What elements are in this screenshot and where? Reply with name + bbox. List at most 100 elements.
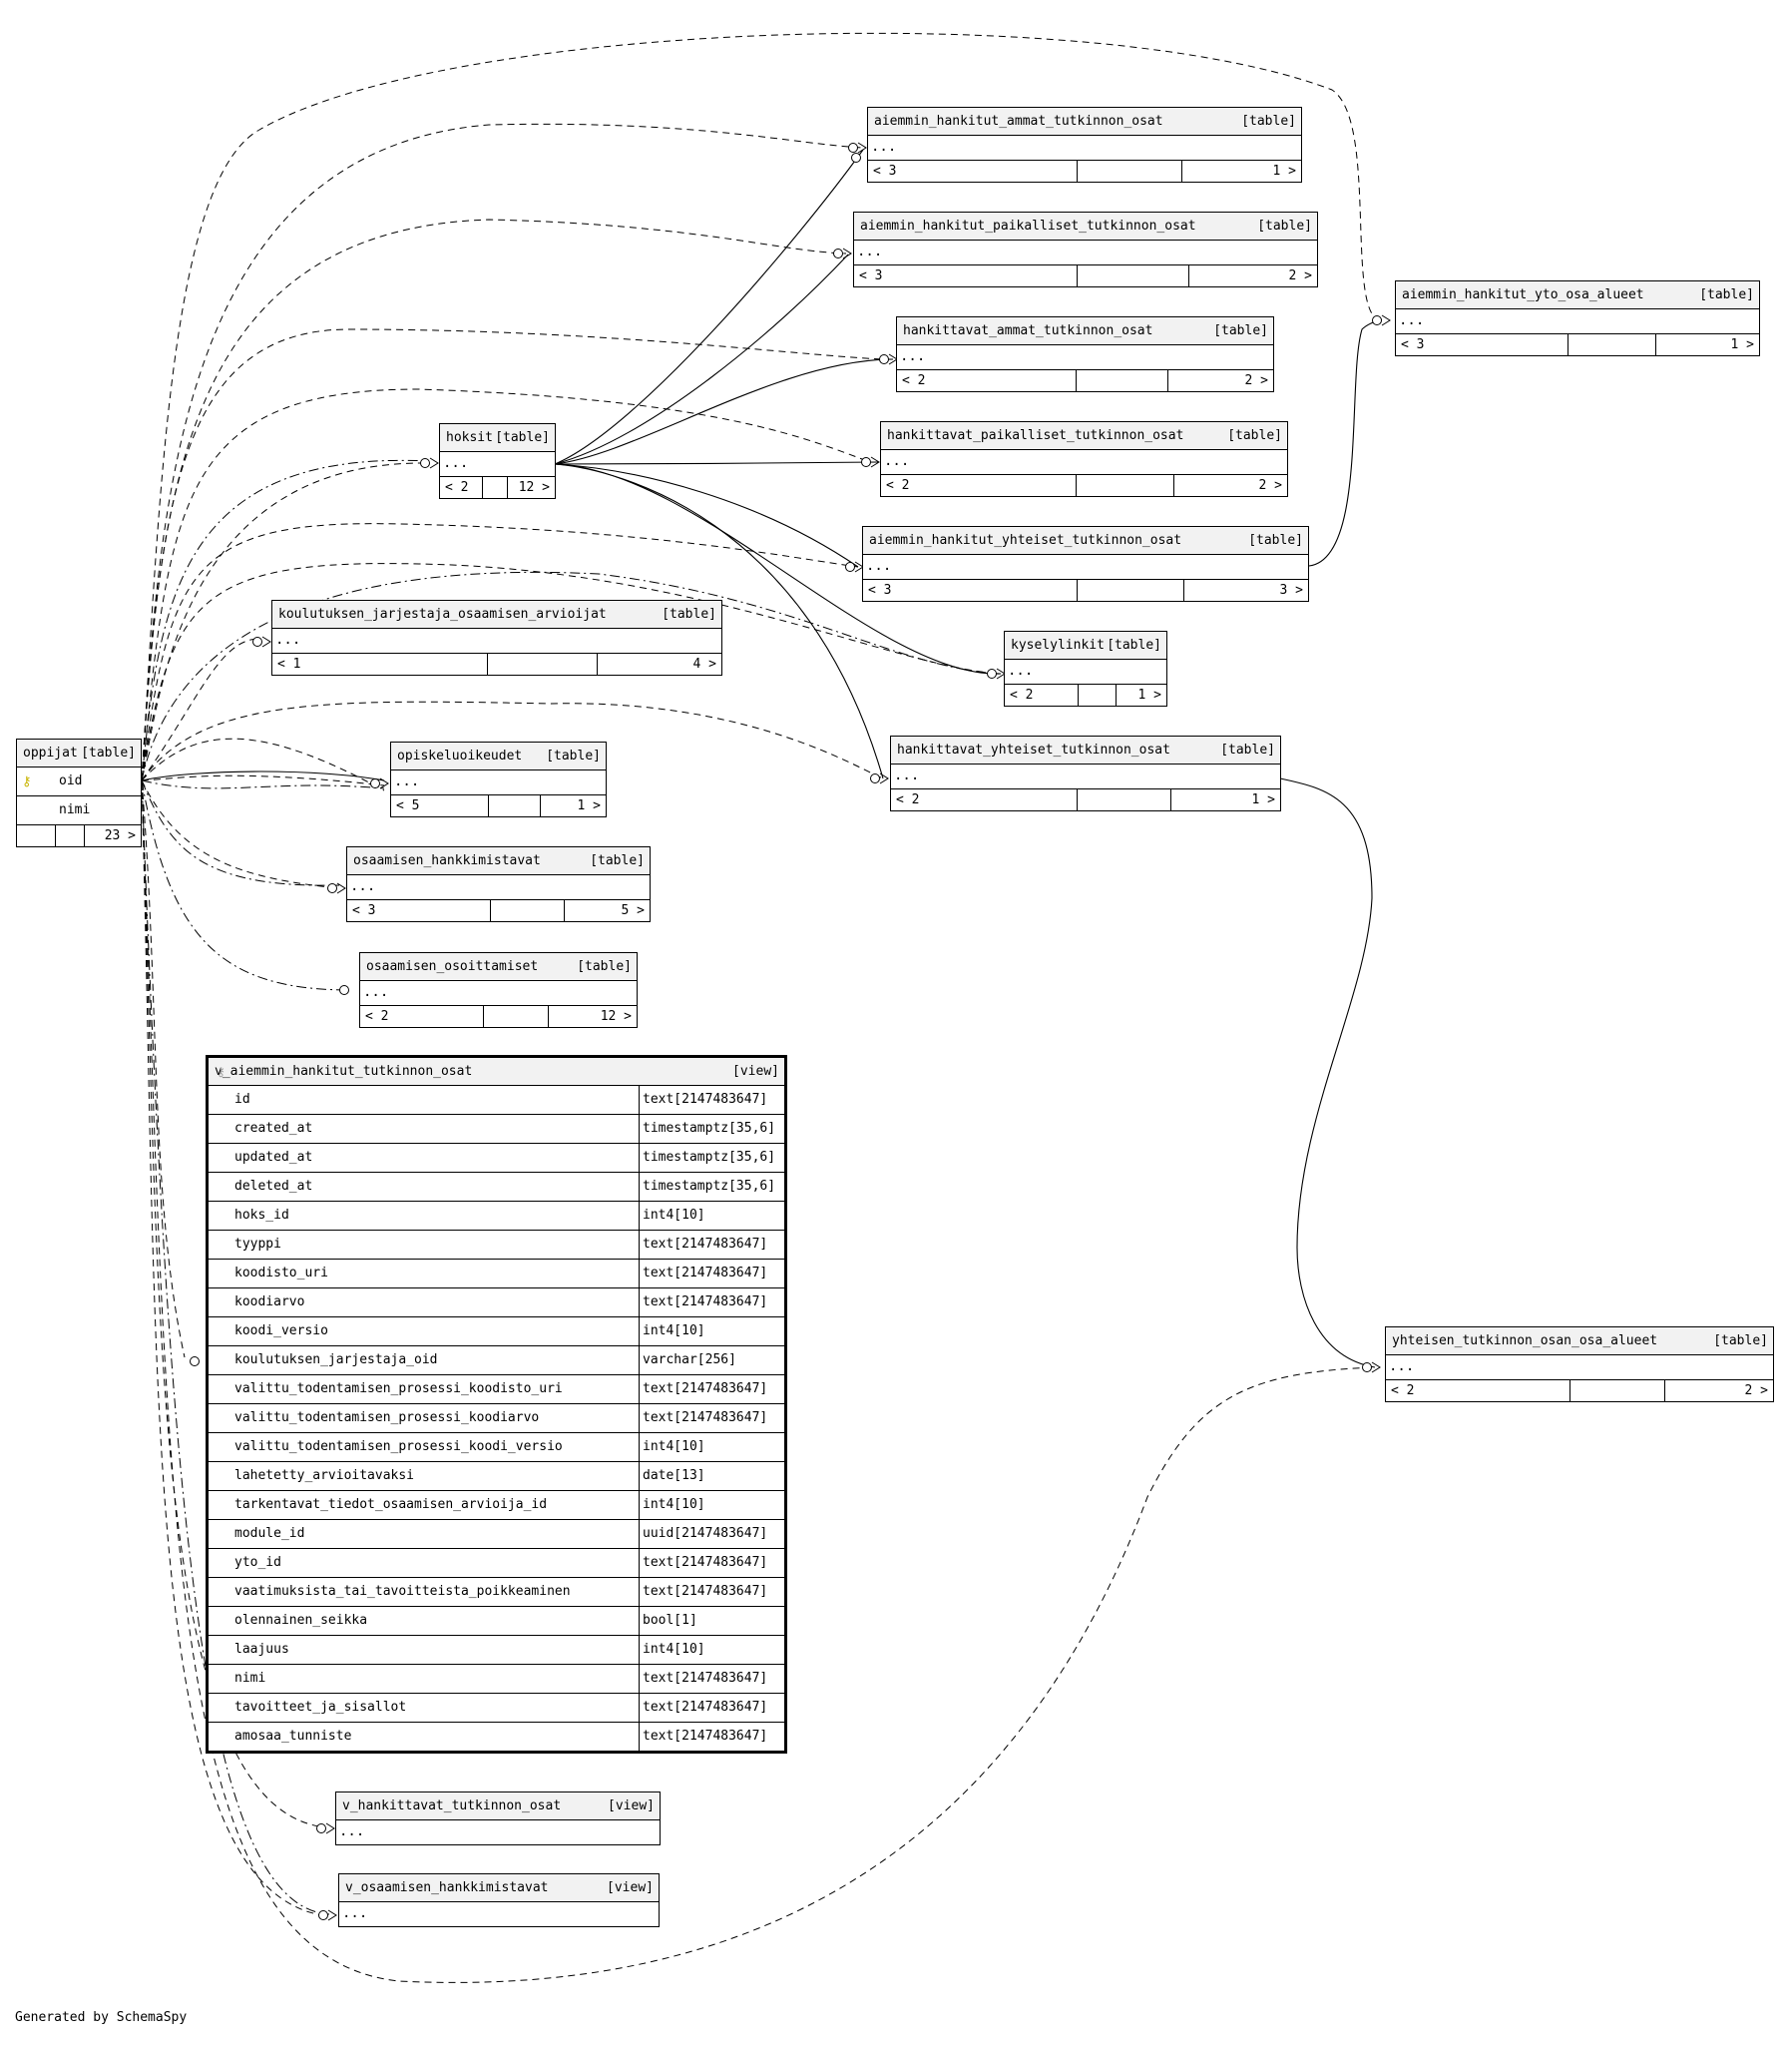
table-hankittavat-paikalliset-tutkinnon-osat[interactable]: hankittavat_paikalliset_tutkinnon_osat [… bbox=[880, 421, 1288, 497]
column-type: date[13] bbox=[639, 1462, 784, 1490]
view-v-aiemmin-hankitut-tutkinnon-osat[interactable]: v_aiemmin_hankitut_tutkinnon_osat [view]… bbox=[206, 1055, 787, 1754]
parent-count[interactable]: < 2 bbox=[881, 475, 1077, 496]
parent-count[interactable]: < 2 bbox=[1005, 685, 1079, 706]
child-count[interactable]: 1 > bbox=[1272, 164, 1296, 179]
parent-count[interactable]: < 2 bbox=[360, 1006, 484, 1027]
parent-count[interactable]: < 2 bbox=[440, 477, 483, 498]
column-type: varchar[256] bbox=[639, 1346, 784, 1374]
table-kind: [table] bbox=[1227, 428, 1282, 443]
column-name: koulutuksen_jarjestaja_oid bbox=[234, 1352, 438, 1367]
table-header: kyselylinkit [table] bbox=[1005, 632, 1166, 660]
table-header: osaamisen_hankkimistavat [table] bbox=[347, 847, 650, 875]
column-name: tarkentavat_tiedot_osaamisen_arvioija_id bbox=[234, 1497, 548, 1512]
parent-count[interactable]: < 3 bbox=[868, 161, 1078, 182]
table-aiemmin-hankitut-yhteiset-tutkinnon-osat[interactable]: aiemmin_hankitut_yhteiset_tutkinnon_osat… bbox=[862, 526, 1309, 602]
table-kind: [table] bbox=[1248, 533, 1303, 548]
child-count[interactable]: 5 > bbox=[621, 903, 645, 918]
table-osaamisen-hankkimistavat[interactable]: osaamisen_hankkimistavat [table] ... < 3… bbox=[346, 846, 651, 922]
child-count[interactable]: 23 > bbox=[104, 828, 136, 843]
table-columns-ellipsis: ... bbox=[891, 765, 1280, 789]
parent-count[interactable]: < 3 bbox=[854, 265, 1078, 286]
table-footer: < 2 2 > bbox=[897, 370, 1273, 391]
child-count[interactable]: 2 > bbox=[1244, 373, 1268, 388]
table-header: v_osaamisen_hankkimistavat [view] bbox=[339, 1874, 659, 1902]
column-name: module_id bbox=[234, 1526, 305, 1541]
child-count[interactable]: 4 > bbox=[692, 657, 716, 672]
table-koulutuksen-jarjestaja-osaamisen-arvioijat[interactable]: koulutuksen_jarjestaja_osaamisen_arvioij… bbox=[271, 600, 722, 676]
column-type: int4[10] bbox=[639, 1491, 784, 1519]
column-name: tyyppi bbox=[234, 1237, 281, 1252]
table-footer: < 2 1 > bbox=[1005, 685, 1166, 706]
child-count[interactable]: 12 > bbox=[600, 1009, 632, 1024]
table-hankittavat-yhteiset-tutkinnon-osat[interactable]: hankittavat_yhteiset_tutkinnon_osat [tab… bbox=[890, 736, 1281, 811]
child-count[interactable]: 1 > bbox=[1730, 337, 1754, 352]
column-name: valittu_todentamisen_prosessi_koodi_vers… bbox=[234, 1439, 563, 1454]
column-name: nimi bbox=[234, 1671, 266, 1686]
column-type: int4[10] bbox=[639, 1636, 784, 1664]
table-hoksit[interactable]: hoksit [table] ... < 2 12 > bbox=[439, 423, 556, 499]
table-osaamisen-osoittamiset[interactable]: osaamisen_osoittamiset [table] ... < 2 1… bbox=[359, 952, 638, 1028]
row-count bbox=[1078, 580, 1184, 601]
view-v-hankittavat-tutkinnon-osat[interactable]: v_hankittavat_tutkinnon_osat [view] ... bbox=[335, 1791, 661, 1845]
table-footer: < 3 1 > bbox=[868, 161, 1301, 182]
row-count bbox=[56, 825, 85, 846]
parent-count[interactable]: < 3 bbox=[1396, 334, 1568, 355]
table-hankittavat-ammat-tutkinnon-osat[interactable]: hankittavat_ammat_tutkinnon_osat [table]… bbox=[896, 316, 1274, 392]
table-yhteisen-tutkinnon-osan-osa-alueet[interactable]: yhteisen_tutkinnon_osan_osa_alueet [tabl… bbox=[1385, 1326, 1774, 1402]
table-header: aiemmin_hankitut_paikalliset_tutkinnon_o… bbox=[854, 213, 1317, 241]
table-columns-ellipsis: ... bbox=[440, 452, 555, 477]
column-type: int4[10] bbox=[639, 1317, 784, 1345]
child-count[interactable]: 1 > bbox=[577, 798, 601, 813]
parent-count[interactable]: < 5 bbox=[391, 795, 489, 816]
row-count bbox=[1077, 370, 1168, 391]
child-count[interactable]: 1 > bbox=[1251, 792, 1275, 807]
column-name: laajuus bbox=[234, 1642, 289, 1657]
table-columns-ellipsis: ... bbox=[1386, 1355, 1773, 1380]
table-oppijat[interactable]: oppijat [table] ⚷ oid nimi 23 > bbox=[16, 739, 142, 847]
table-name: hoksit bbox=[446, 430, 493, 445]
table-kyselylinkit[interactable]: kyselylinkit [table] ... < 2 1 > bbox=[1004, 631, 1167, 707]
table-columns-ellipsis: ... bbox=[868, 136, 1301, 161]
row-count bbox=[1078, 265, 1189, 286]
parent-count[interactable]: < 2 bbox=[1386, 1380, 1570, 1401]
table-columns-ellipsis: ... bbox=[1396, 309, 1759, 334]
parent-count[interactable]: < 3 bbox=[863, 580, 1078, 601]
column-name: koodiarvo bbox=[234, 1294, 305, 1309]
column-name: updated_at bbox=[234, 1150, 313, 1165]
table-header: hoksit [table] bbox=[440, 424, 555, 452]
child-count[interactable]: 12 > bbox=[518, 480, 550, 495]
table-header: hankittavat_yhteiset_tutkinnon_osat [tab… bbox=[891, 737, 1280, 765]
child-count[interactable]: 2 > bbox=[1288, 268, 1312, 283]
child-count[interactable]: 2 > bbox=[1744, 1383, 1768, 1398]
parent-count[interactable] bbox=[17, 825, 56, 846]
parent-count[interactable]: < 3 bbox=[347, 900, 491, 921]
table-aiemmin-hankitut-yto-osa-alueet[interactable]: aiemmin_hankitut_yto_osa_alueet [table] … bbox=[1395, 280, 1760, 356]
parent-count[interactable]: < 2 bbox=[897, 370, 1077, 391]
table-footer: 23 > bbox=[17, 825, 141, 846]
table-opiskeluoikeudet[interactable]: opiskeluoikeudet [table] ... < 5 1 > bbox=[390, 742, 607, 817]
child-count[interactable]: 1 > bbox=[1137, 688, 1161, 703]
child-count[interactable]: 2 > bbox=[1258, 478, 1282, 493]
table-footer: < 2 2 > bbox=[1386, 1380, 1773, 1401]
table-header: aiemmin_hankitut_yto_osa_alueet [table] bbox=[1396, 281, 1759, 309]
table-kind: [table] bbox=[590, 853, 645, 868]
parent-count[interactable]: < 1 bbox=[272, 654, 488, 675]
table-aiemmin-hankitut-paikalliset-tutkinnon-osat[interactable]: aiemmin_hankitut_paikalliset_tutkinnon_o… bbox=[853, 212, 1318, 287]
child-count[interactable]: 3 > bbox=[1279, 583, 1303, 598]
table-kind: [table] bbox=[546, 749, 601, 764]
table-aiemmin-hankitut-ammat-tutkinnon-osat[interactable]: aiemmin_hankitut_ammat_tutkinnon_osat [t… bbox=[867, 107, 1302, 183]
parent-count[interactable]: < 2 bbox=[891, 789, 1078, 810]
table-kind: [view] bbox=[607, 1880, 654, 1895]
table-columns-ellipsis: ... bbox=[342, 1905, 368, 1921]
table-columns-ellipsis: ... bbox=[854, 241, 1317, 265]
table-footer: < 2 2 > bbox=[881, 475, 1287, 496]
view-v-osaamisen-hankkimistavat[interactable]: v_osaamisen_hankkimistavat [view] ... bbox=[338, 1873, 660, 1927]
table-kind: [table] bbox=[1107, 638, 1161, 653]
table-header: oppijat [table] bbox=[17, 740, 141, 767]
